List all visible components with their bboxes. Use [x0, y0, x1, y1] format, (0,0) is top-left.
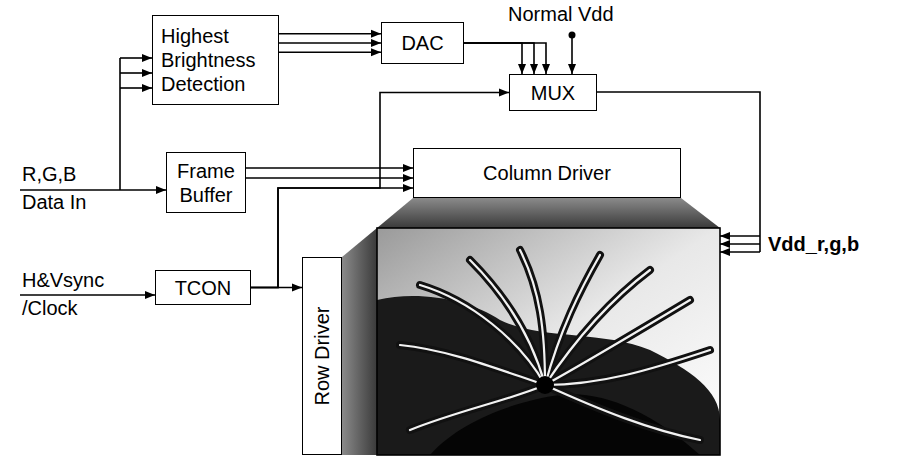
vdd-out-wire	[720, 235, 760, 237]
connector-arrow	[464, 43, 546, 74]
data-in-wire	[120, 87, 152, 89]
data-in-wire	[120, 57, 152, 59]
data-in-wire	[119, 58, 121, 190]
box-label: MUX	[531, 81, 575, 105]
row-fan	[342, 228, 377, 455]
buffer-box: Frame Buffer	[166, 152, 246, 213]
connector-arrow	[246, 167, 413, 169]
connector-arrow	[464, 43, 534, 74]
connector-arrow	[279, 51, 381, 53]
data-in-wire	[20, 189, 166, 191]
connector-arrow	[246, 177, 413, 179]
box-label: Highest Brightness Detection	[161, 24, 270, 96]
signal-name: H&Vsync /Clock	[22, 266, 114, 322]
box-label: Row Driver	[310, 307, 334, 406]
driver-box: Column Driver	[413, 148, 681, 198]
signal-name: Vdd_r,g,b	[768, 232, 859, 256]
column-fan	[377, 198, 720, 228]
connector-arrow	[279, 33, 381, 35]
data-in-wire	[120, 72, 152, 74]
vdd-out-wire	[720, 251, 760, 253]
tcon-box: TCON	[155, 270, 251, 305]
connector-arrow	[464, 43, 522, 74]
signal-name: R,G,B Data In	[22, 160, 100, 216]
signal-name: Normal Vdd	[508, 2, 614, 26]
process-box: Highest Brightness Detection	[152, 15, 279, 105]
driver-box: Row Driver	[302, 257, 342, 455]
mux-box: MUX	[509, 74, 597, 111]
box-label: Column Driver	[483, 161, 611, 185]
box-label: DAC	[401, 31, 443, 55]
dac-box: DAC	[381, 22, 464, 64]
display-panel	[377, 228, 720, 455]
connector-arrow	[279, 42, 381, 44]
junction-dot	[569, 32, 576, 39]
box-label: Frame Buffer	[175, 159, 237, 207]
vdd-wire	[571, 36, 573, 74]
box-label: TCON	[175, 276, 232, 300]
vdd-out-wire	[720, 243, 760, 245]
display-image	[377, 228, 720, 455]
sync-wire	[20, 294, 155, 296]
